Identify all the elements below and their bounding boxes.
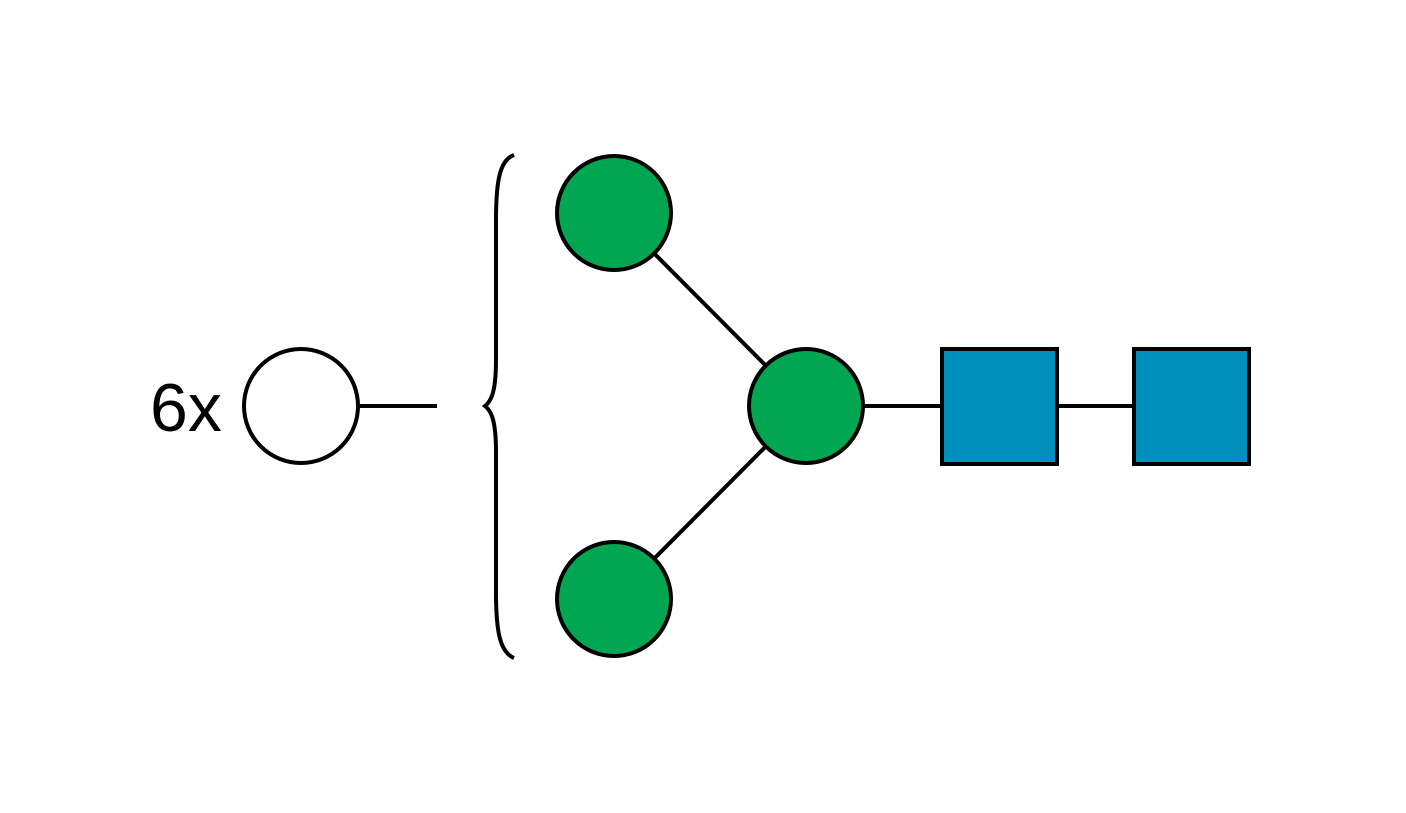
antenna-hexose-node: [242, 347, 360, 465]
glcnac-node-2: [1132, 347, 1251, 466]
mannose-central-node: [747, 347, 865, 465]
mannose-upper-node: [555, 154, 673, 272]
glcnac-node-1: [940, 347, 1059, 466]
antenna-multiplier-label: 6x: [150, 370, 222, 446]
mannose-lower-node: [555, 540, 673, 658]
antenna-brace: [481, 153, 515, 660]
